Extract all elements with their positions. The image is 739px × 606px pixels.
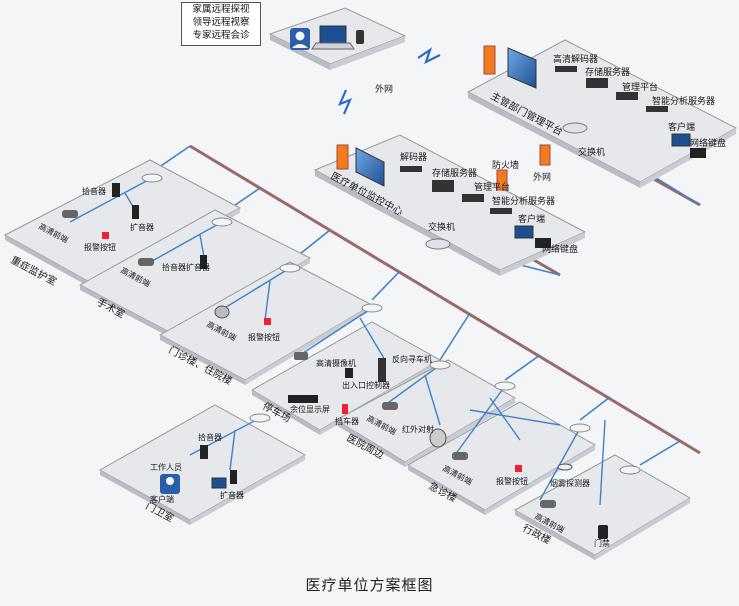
zone-device-label: 挡车器 [335, 416, 359, 426]
zone-device-label: 工作人员 [150, 462, 182, 472]
center-firewall-icon [336, 144, 349, 170]
zone-internal-cables [69, 177, 606, 506]
competent-device-label: 管理平台 [622, 81, 658, 93]
center-client-icon [514, 225, 534, 239]
zone-device-label: 客户端 [150, 494, 174, 504]
center-device-label: 客户端 [518, 213, 545, 225]
wireless-links [337, 47, 441, 115]
zone-device-label: 余位显示屏 [290, 404, 330, 414]
parking-display-icon [288, 395, 318, 403]
zone-device-label: 报警按钮 [496, 476, 528, 486]
remote-service-item: 专家远程会诊 [192, 30, 250, 41]
center-monitor-wall-icon [355, 147, 385, 187]
external-net-label-1: 外网 [375, 83, 393, 95]
center-edge-firewall-icon [496, 144, 551, 191]
zone-device-label: 拾音器扩音器 [162, 262, 210, 272]
competent-monitor-wall-icon [507, 47, 537, 89]
zone-device-label: 烟雾探测器 [550, 478, 590, 488]
zone-device-label: 高清摄像机 [316, 358, 356, 368]
gate-speaker-icon [230, 470, 237, 484]
surgery-camera-icon [138, 258, 154, 266]
center-device-label: 网络键盘 [542, 243, 578, 255]
zone-device-label: 报警按钮 [248, 332, 280, 342]
zone-perimeter-plate [334, 359, 517, 467]
surgery-speaker-icon [200, 255, 207, 269]
competent-client-icon [671, 133, 691, 147]
remote-services-box: 家属远程探视 领导远程视察 专家远程会诊 [181, 2, 261, 46]
zone-emergency-plate [406, 401, 596, 515]
outpatient-dome-icon [214, 305, 230, 319]
emergency-alarm-icon [515, 465, 522, 472]
zone-admin-plate [513, 454, 691, 560]
competent-device-label: 智能分析服务器 [652, 95, 715, 107]
admin-door-icon [598, 525, 608, 539]
perimeter-camera-icon [382, 402, 398, 410]
icu-camera-icon [62, 210, 78, 218]
icu-pickup-icon [112, 183, 120, 197]
zone-device-label: 出入口控制器 [342, 380, 390, 390]
parking-controller-icon [345, 368, 353, 378]
center-device-label: 管理平台 [474, 181, 510, 193]
outpatient-alarm-icon [264, 318, 271, 325]
remote-user-icon [290, 28, 310, 50]
center-switch-icon [425, 238, 451, 250]
parking-camera-icon [294, 352, 308, 360]
zone-device-label: 报警按钮 [84, 242, 116, 252]
competent-switch-icon [562, 122, 588, 134]
competent-switch-label: 交换机 [578, 146, 605, 158]
zone-device-label: 门禁 [594, 538, 610, 548]
diagram-caption: 医疗单位方案框图 [305, 576, 434, 594]
remote-service-item: 领导远程视察 [192, 17, 250, 28]
center-device-label: 解码器 [400, 151, 427, 163]
center-device-label: 存储服务器 [432, 167, 477, 179]
competent-device-label: 高清解码器 [553, 53, 598, 65]
admin-camera-icon [540, 500, 556, 508]
zone-device-label: 拾音器 [82, 186, 106, 196]
remote-service-item: 家属远程探视 [192, 4, 250, 15]
zone-device-label: 反向寻车机 [392, 354, 432, 364]
competent-device-label: 存储服务器 [585, 66, 630, 78]
zone-device-label: 红外对射 [402, 424, 434, 434]
gate-client-icon [211, 477, 227, 489]
center-server-icons [400, 166, 512, 214]
center-firewall-label: 防火墙 [492, 159, 519, 171]
remote-laptop-icon [311, 25, 364, 50]
zone-device-icons [62, 183, 608, 539]
center-switch-label: 交换机 [428, 221, 455, 233]
icu-speaker-icon [132, 205, 139, 219]
gate-pickup-icon [200, 445, 208, 459]
zone-gate-plate [98, 404, 307, 525]
emergency-smoke-icon [557, 463, 573, 471]
zone-device-label: 扩音器 [220, 490, 244, 500]
competent-device-label: 网络键盘 [690, 137, 726, 149]
parking-barrier-icon [342, 404, 348, 414]
icu-alarm-icon [102, 232, 109, 239]
competent-server-icons [555, 66, 668, 112]
competent-device-label: 客户端 [668, 121, 695, 133]
center-device-label: 智能分析服务器 [492, 195, 555, 207]
competent-keyboard-icon [690, 148, 706, 158]
zone-hub-icons [141, 173, 641, 475]
center-keyboard-icon [535, 238, 551, 248]
perimeter-speed-dome-icon [429, 428, 447, 448]
competent-firewall-icon [483, 45, 496, 75]
zone-device-label: 拾音器 [198, 432, 222, 442]
external-net-label-2: 外网 [533, 171, 551, 183]
emergency-camera-icon [452, 452, 468, 460]
zone-device-label: 扩音器 [130, 222, 154, 232]
parking-kiosk-icon [378, 358, 386, 382]
